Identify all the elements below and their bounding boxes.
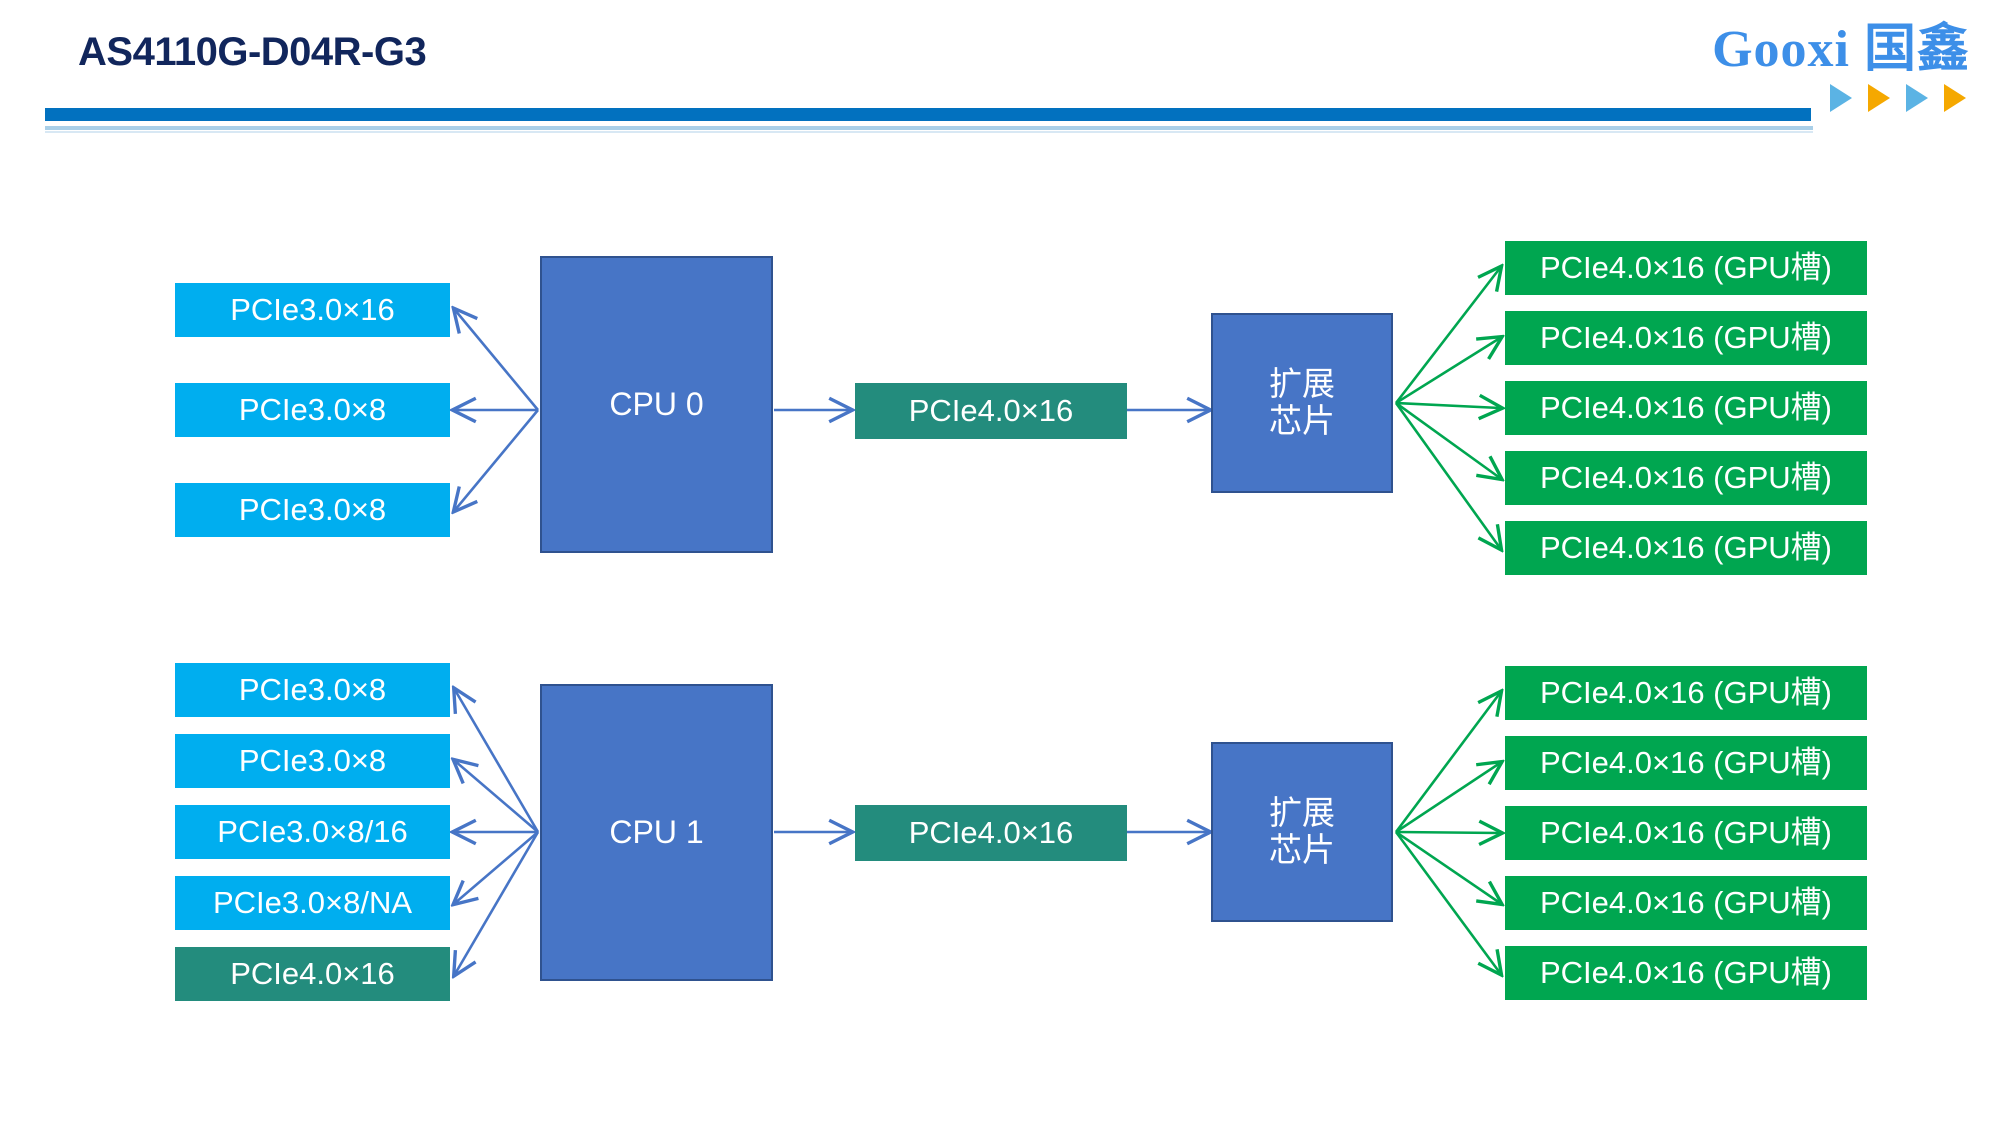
logo-arrow-1-icon	[1830, 84, 1852, 112]
header-accent-hairline	[45, 131, 1813, 133]
cpu0-box[interactable]: CPU 0	[540, 256, 773, 553]
header-accent-bar-thin	[45, 126, 1813, 130]
cpu0-gpu-links	[1394, 268, 1500, 548]
cpu0-gpu-slot-1[interactable]: PCIe4.0×16 (GPU槽)	[1505, 241, 1867, 295]
cpu1-slot-box-4[interactable]: PCIe3.0×8/NA	[175, 876, 450, 930]
brand-logo-arrow-strip	[1712, 84, 1970, 112]
logo-arrow-3-icon	[1906, 84, 1928, 112]
brand-logo: Gooxi 国鑫	[1712, 24, 1970, 112]
cpu1-box[interactable]: CPU 1	[540, 684, 773, 981]
cpu1-slot-box-5[interactable]: PCIe4.0×16	[175, 947, 450, 1001]
cpu0-gpu-slot-3[interactable]: PCIe4.0×16 (GPU槽)	[1505, 381, 1867, 435]
logo-arrow-2-icon	[1868, 84, 1890, 112]
cpu0-gpu-slot-4[interactable]: PCIe4.0×16 (GPU槽)	[1505, 451, 1867, 505]
cpu0-gpu-slot-2[interactable]: PCIe4.0×16 (GPU槽)	[1505, 311, 1867, 365]
cpu0-expander-box[interactable]: 扩展 芯片	[1211, 313, 1393, 493]
cpu1-gpu-slot-2[interactable]: PCIe4.0×16 (GPU槽)	[1505, 736, 1867, 790]
brand-logo-text: Gooxi 国鑫	[1712, 21, 1970, 78]
cpu1-slot-box-1[interactable]: PCIe3.0×8	[175, 663, 450, 717]
cpu1-slot-box-3[interactable]: PCIe3.0×8/16	[175, 805, 450, 859]
cpu0-gpu-slot-5[interactable]: PCIe4.0×16 (GPU槽)	[1505, 521, 1867, 575]
cpu1-gpu-links	[1394, 693, 1500, 973]
cpu1-gpu-slot-5[interactable]: PCIe4.0×16 (GPU槽)	[1505, 946, 1867, 1000]
cpu1-gpu-slot-1[interactable]: PCIe4.0×16 (GPU槽)	[1505, 666, 1867, 720]
cpu0-slot-box-3[interactable]: PCIe3.0×8	[175, 483, 450, 537]
cpu1-left-links	[455, 690, 540, 974]
cpu1-expander-box[interactable]: 扩展 芯片	[1211, 742, 1393, 922]
page-title: AS4110G-D04R-G3	[78, 30, 427, 74]
logo-arrow-4-icon	[1944, 84, 1966, 112]
cpu0-slot-box-2[interactable]: PCIe3.0×8	[175, 383, 450, 437]
header-accent-bar	[45, 108, 1811, 121]
cpu1-uplink-box[interactable]: PCIe4.0×16	[855, 805, 1127, 861]
cpu0-uplink-box[interactable]: PCIe4.0×16	[855, 383, 1127, 439]
cpu1-gpu-slot-4[interactable]: PCIe4.0×16 (GPU槽)	[1505, 876, 1867, 930]
cpu0-slot-box-1[interactable]: PCIe3.0×16	[175, 283, 450, 337]
cpu0-left-links	[455, 310, 540, 510]
cpu1-slot-box-2[interactable]: PCIe3.0×8	[175, 734, 450, 788]
cpu1-gpu-slot-3[interactable]: PCIe4.0×16 (GPU槽)	[1505, 806, 1867, 860]
